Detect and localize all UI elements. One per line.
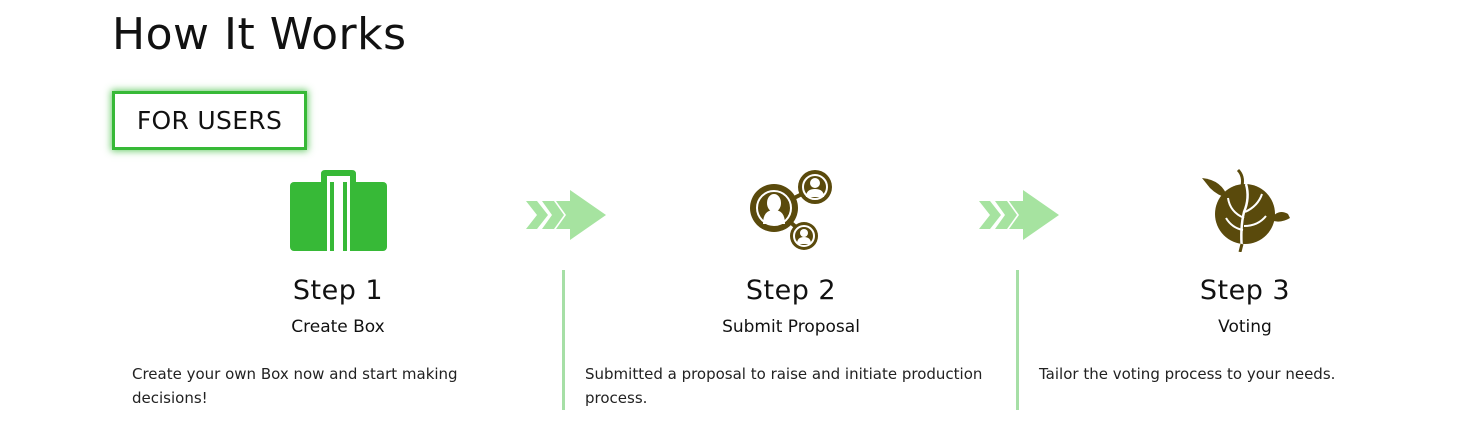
chevron-arrow-icon: [979, 190, 1059, 240]
leaf-sprout-icon: [1202, 168, 1290, 252]
briefcase-icon: [290, 170, 387, 251]
network-people-icon: [750, 170, 832, 250]
step-1-heading: Step 1: [292, 275, 384, 306]
step-2-description: Submitted a proposal to raise and initia…: [585, 365, 983, 407]
step-divider: [1016, 270, 1019, 410]
step-1-subtitle: Create Box: [291, 317, 385, 337]
step-3-description: Tailor the voting process to your needs.: [1039, 365, 1336, 383]
step-1-description: Create your own Box now and start making…: [132, 365, 458, 407]
step-2-subtitle: Submit Proposal: [722, 317, 860, 337]
step-divider: [562, 270, 565, 410]
step-3-subtitle: Voting: [1218, 317, 1272, 337]
chevron-arrow-icon: [526, 190, 606, 240]
section-title: How It Works: [112, 9, 407, 60]
for-users-tab[interactable]: FOR USERS: [112, 91, 307, 150]
step-2-heading: Step 2: [745, 275, 837, 306]
step-3-heading: Step 3: [1199, 275, 1291, 306]
